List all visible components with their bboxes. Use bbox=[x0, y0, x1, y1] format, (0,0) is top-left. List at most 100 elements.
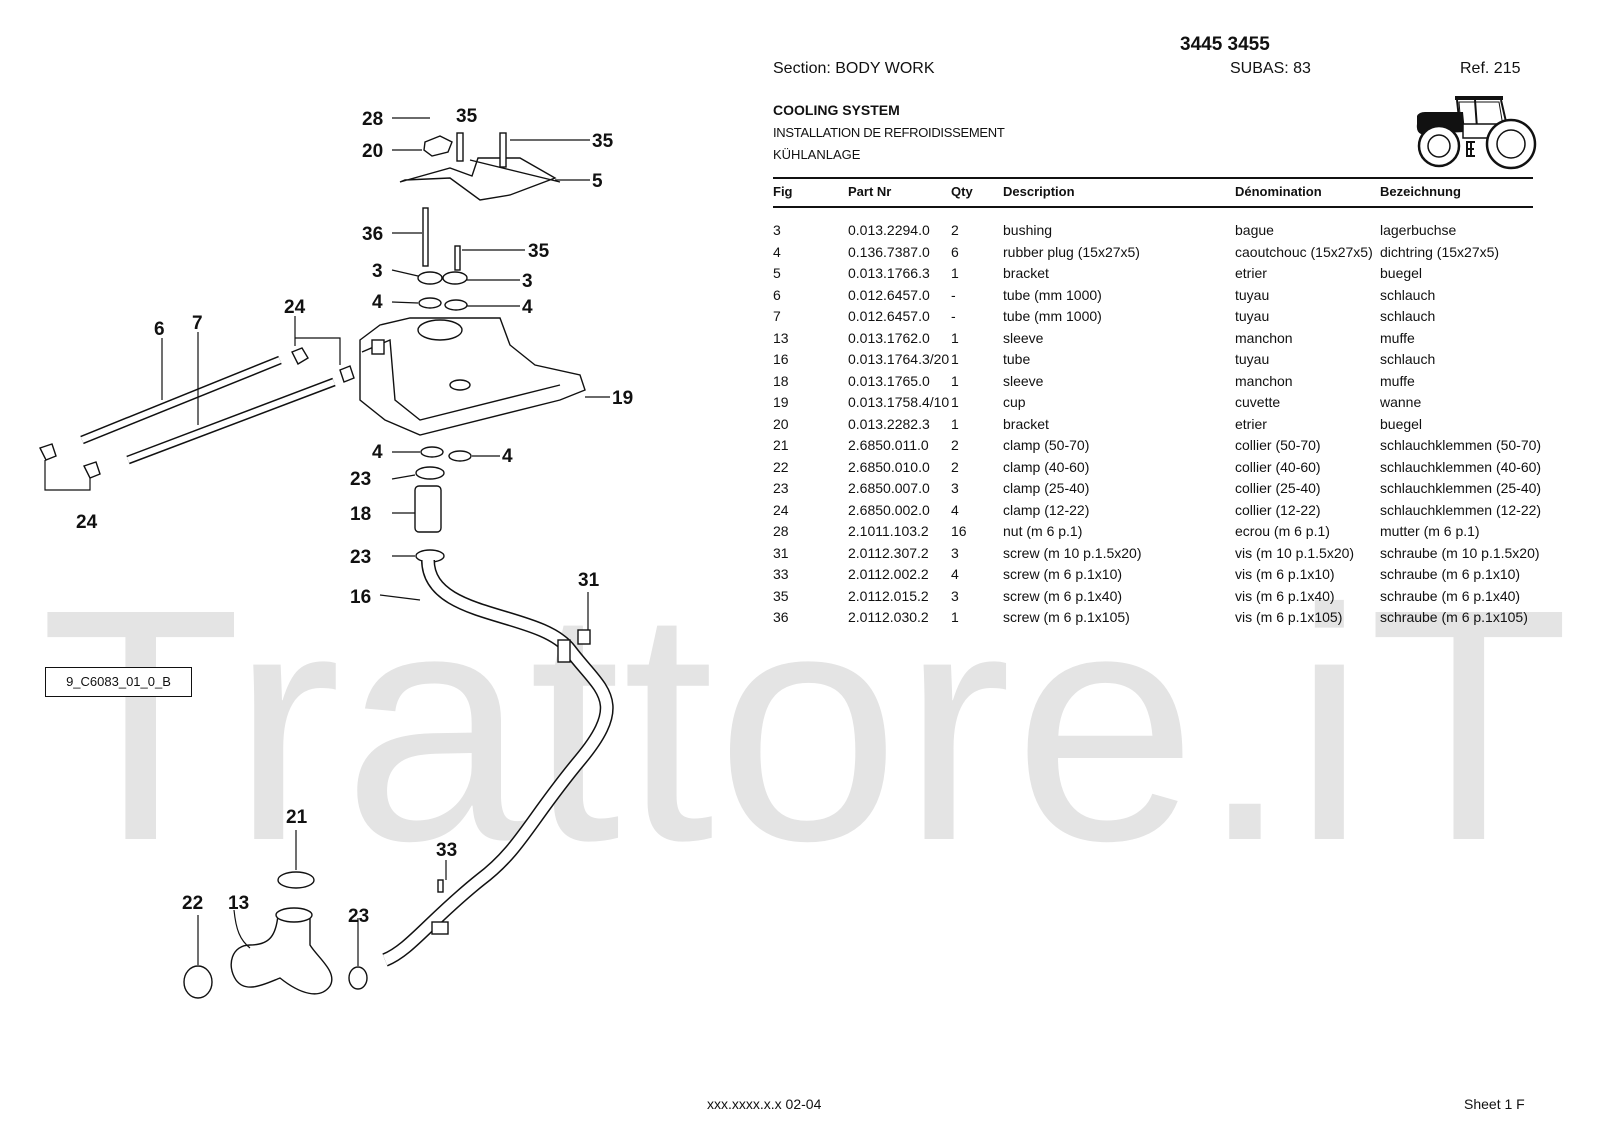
col-header-denomination: Dénomination bbox=[1235, 184, 1322, 199]
cell-description: tube (mm 1000) bbox=[1003, 286, 1102, 303]
cell-denomination: cuvette bbox=[1235, 394, 1281, 410]
cell-qty: 4 bbox=[951, 566, 959, 582]
cell-description: screw (m 6 p.1x10) bbox=[1003, 566, 1123, 582]
cell-fig: 7 bbox=[773, 308, 781, 324]
col-header-part-nr: Part Nr bbox=[848, 184, 892, 199]
callout-31: 31 bbox=[578, 570, 600, 591]
cell-bezeichnung: schraube (m 6 p.1x40) bbox=[1380, 587, 1521, 604]
cell-denomination: vis (m 6 p.1x10) bbox=[1235, 566, 1335, 582]
cell-qty: 1 bbox=[951, 372, 959, 389]
cell-part-nr: 2.0112.030.2 bbox=[848, 609, 929, 625]
tractor-icon bbox=[1416, 96, 1537, 170]
cell-description: sleeve bbox=[1003, 329, 1044, 346]
cell-description: bracket bbox=[1003, 415, 1049, 432]
cell-denomination: vis (m 6 p.1x40) bbox=[1235, 587, 1335, 604]
cell-part-nr: 0.013.1766.3 bbox=[848, 265, 930, 281]
diagram-id-label: 9_C6083_01_0_B bbox=[45, 667, 192, 697]
cell-fig: 31 bbox=[773, 544, 789, 561]
watermark: Trattore.iT bbox=[40, 540, 1572, 909]
cell-part-nr: 2.1011.103.2 bbox=[848, 523, 929, 539]
cell-fig: 13 bbox=[773, 329, 789, 346]
callout-4: 4 bbox=[372, 292, 383, 313]
section-label: Section: BODY WORK bbox=[773, 60, 935, 77]
col-header-description: Description bbox=[1003, 184, 1075, 199]
cell-bezeichnung: buegel bbox=[1380, 265, 1423, 281]
callout-5: 5 bbox=[592, 171, 603, 192]
cell-part-nr: 0.013.1762.0 bbox=[848, 329, 930, 346]
cell-description: clamp (25-40) bbox=[1003, 480, 1090, 496]
callout-23: 23 bbox=[348, 906, 369, 927]
cell-fig: 20 bbox=[773, 415, 789, 432]
callout-22: 22 bbox=[182, 893, 203, 914]
callout-4: 4 bbox=[522, 297, 533, 318]
cell-qty: 1 bbox=[951, 394, 959, 410]
cell-part-nr: 2.6850.011.0 bbox=[848, 437, 929, 453]
cell-bezeichnung: schlauch bbox=[1380, 351, 1436, 367]
cell-bezeichnung: muffe bbox=[1380, 372, 1415, 389]
callout-24: 24 bbox=[284, 297, 306, 318]
cell-bezeichnung: schraube (m 6 p.1x105) bbox=[1380, 609, 1528, 625]
header-rule-bottom bbox=[773, 206, 1533, 208]
callout-4: 4 bbox=[372, 442, 383, 463]
cell-bezeichnung: schraube (m 6 p.1x10) bbox=[1380, 566, 1521, 582]
cell-part-nr: 2.0112.307.2 bbox=[848, 544, 929, 561]
cell-bezeichnung: lagerbuchse bbox=[1380, 222, 1457, 238]
title-french: INSTALLATION DE REFROIDISSEMENT bbox=[773, 125, 1005, 140]
cell-qty: 3 bbox=[951, 544, 959, 561]
cell-bezeichnung: wanne bbox=[1380, 394, 1422, 410]
cell-bezeichnung: schlauchklemmen (12-22) bbox=[1380, 501, 1542, 518]
cell-fig: 18 bbox=[773, 372, 789, 389]
col-header-fig: Fig bbox=[773, 184, 793, 199]
cell-qty: 2 bbox=[951, 222, 959, 238]
cell-description: cup bbox=[1003, 394, 1026, 410]
cell-description: screw (m 6 p.1x105) bbox=[1003, 609, 1130, 625]
callout-23: 23 bbox=[350, 547, 371, 568]
cell-bezeichnung: schlauchklemmen (40-60) bbox=[1380, 458, 1542, 475]
cell-bezeichnung: schraube (m 10 p.1.5x20) bbox=[1380, 544, 1540, 561]
cell-part-nr: 0.012.6457.0 bbox=[848, 308, 930, 324]
cell-description: tube (mm 1000) bbox=[1003, 308, 1102, 324]
cell-description: tube bbox=[1003, 351, 1031, 367]
cell-qty: 1 bbox=[951, 265, 959, 281]
cell-fig: 21 bbox=[773, 437, 789, 453]
callout-18: 18 bbox=[350, 504, 371, 525]
title-english: COOLING SYSTEM bbox=[773, 102, 900, 118]
callout-35: 35 bbox=[592, 131, 614, 152]
cell-fig: 35 bbox=[773, 587, 789, 604]
cup-part bbox=[359, 317, 586, 436]
cell-qty: 1 bbox=[951, 329, 959, 346]
cell-bezeichnung: mutter (m 6 p.1) bbox=[1380, 523, 1480, 539]
col-header-qty: Qty bbox=[951, 184, 973, 199]
cell-part-nr: 0.012.6457.0 bbox=[848, 286, 930, 303]
cell-qty: 3 bbox=[951, 480, 959, 496]
callout-21: 21 bbox=[286, 807, 308, 828]
cell-part-nr: 0.013.1758.4/10 bbox=[848, 394, 950, 410]
cell-description: nut (m 6 p.1) bbox=[1003, 523, 1083, 539]
callout-23: 23 bbox=[350, 469, 371, 490]
footer-sheet: Sheet 1 F bbox=[1464, 1096, 1525, 1112]
cell-description: clamp (40-60) bbox=[1003, 458, 1090, 475]
callout-24: 24 bbox=[76, 512, 98, 533]
callout-16: 16 bbox=[350, 587, 371, 608]
cell-qty: 2 bbox=[951, 458, 959, 475]
cell-denomination: collier (40-60) bbox=[1235, 458, 1321, 475]
cell-denomination: tuyau bbox=[1235, 351, 1270, 367]
cell-part-nr: 0.136.7387.0 bbox=[848, 243, 930, 260]
cell-qty: 1 bbox=[951, 351, 959, 367]
cell-bezeichnung: buegel bbox=[1380, 415, 1423, 432]
cell-fig: 33 bbox=[773, 566, 789, 582]
cell-denomination: manchon bbox=[1235, 372, 1293, 389]
cell-fig: 3 bbox=[773, 222, 781, 238]
